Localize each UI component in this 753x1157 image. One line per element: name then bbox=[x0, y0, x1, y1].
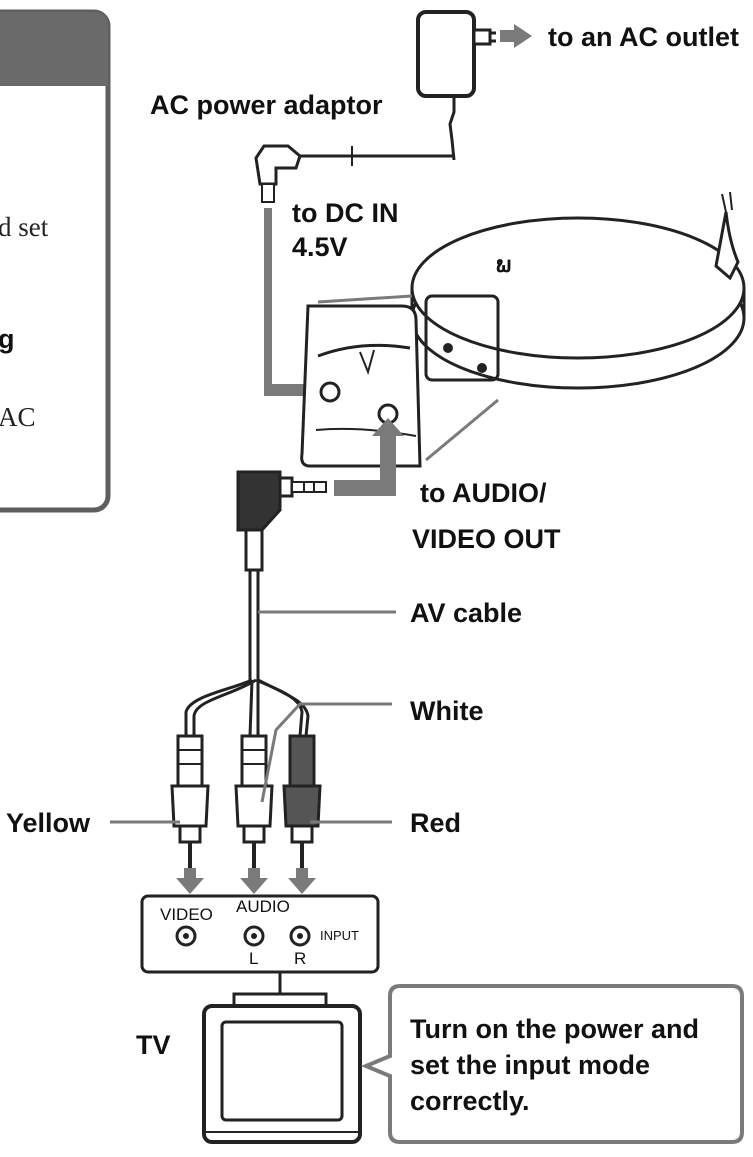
label-ac-outlet: to an AC outlet bbox=[548, 22, 739, 52]
white-leader bbox=[260, 702, 392, 803]
side-note-panel: d set g AC bbox=[0, 9, 111, 513]
callout-line2: set the input mode bbox=[410, 1050, 650, 1080]
side-note-header bbox=[0, 12, 108, 86]
yellow-input-arrow bbox=[176, 868, 204, 894]
label-yellow: Yellow bbox=[6, 808, 91, 838]
label-av-out-line2: VIDEO OUT bbox=[412, 524, 561, 554]
callout-line3: correctly. bbox=[410, 1086, 530, 1116]
label-av-out-line1: to AUDIO/ bbox=[420, 478, 547, 508]
white-input-arrow bbox=[240, 868, 268, 894]
callout-bubble: Turn on the power and set the input mode… bbox=[360, 984, 744, 1144]
tv-input-panel: VIDEO AUDIO INPUT L R bbox=[140, 894, 380, 974]
red-input-arrow bbox=[288, 868, 316, 894]
label-ac-adaptor: AC power adaptor bbox=[150, 90, 383, 120]
adaptor-cable bbox=[254, 144, 454, 203]
side-note-line1: d set bbox=[0, 212, 49, 242]
outlet-arrow-icon bbox=[500, 24, 532, 48]
cd-player: ພ bbox=[410, 191, 746, 390]
label-tv: TV bbox=[136, 1030, 171, 1060]
av-cable bbox=[184, 470, 327, 737]
label-dc-in-line1: to DC IN bbox=[292, 198, 398, 228]
panel-label-audio: AUDIO bbox=[236, 897, 290, 916]
label-red: Red bbox=[410, 808, 461, 838]
white-rca-plug bbox=[234, 734, 274, 868]
side-note-line2: g bbox=[0, 324, 15, 354]
av-out-arrow bbox=[334, 418, 404, 496]
label-av-cable: AV cable bbox=[410, 598, 522, 628]
dc-in-jack-icon bbox=[319, 381, 341, 403]
label-dc-in-line2: 4.5V bbox=[292, 232, 348, 262]
panel-label-l: L bbox=[249, 949, 258, 968]
tv-icon bbox=[202, 972, 362, 1144]
walkman-logo: ພ bbox=[496, 252, 511, 277]
panel-label-r: R bbox=[294, 949, 306, 968]
red-rca-plug bbox=[282, 734, 322, 868]
side-note-line3: AC bbox=[0, 402, 36, 432]
ac-adaptor-icon bbox=[416, 10, 496, 161]
panel-label-input: INPUT bbox=[320, 928, 359, 943]
dc-in-arrow bbox=[264, 208, 324, 404]
callout-line1: Turn on the power and bbox=[410, 1014, 699, 1044]
panel-label-video: VIDEO bbox=[160, 905, 213, 924]
yellow-rca-plug bbox=[170, 734, 210, 868]
label-white: White bbox=[410, 696, 484, 726]
